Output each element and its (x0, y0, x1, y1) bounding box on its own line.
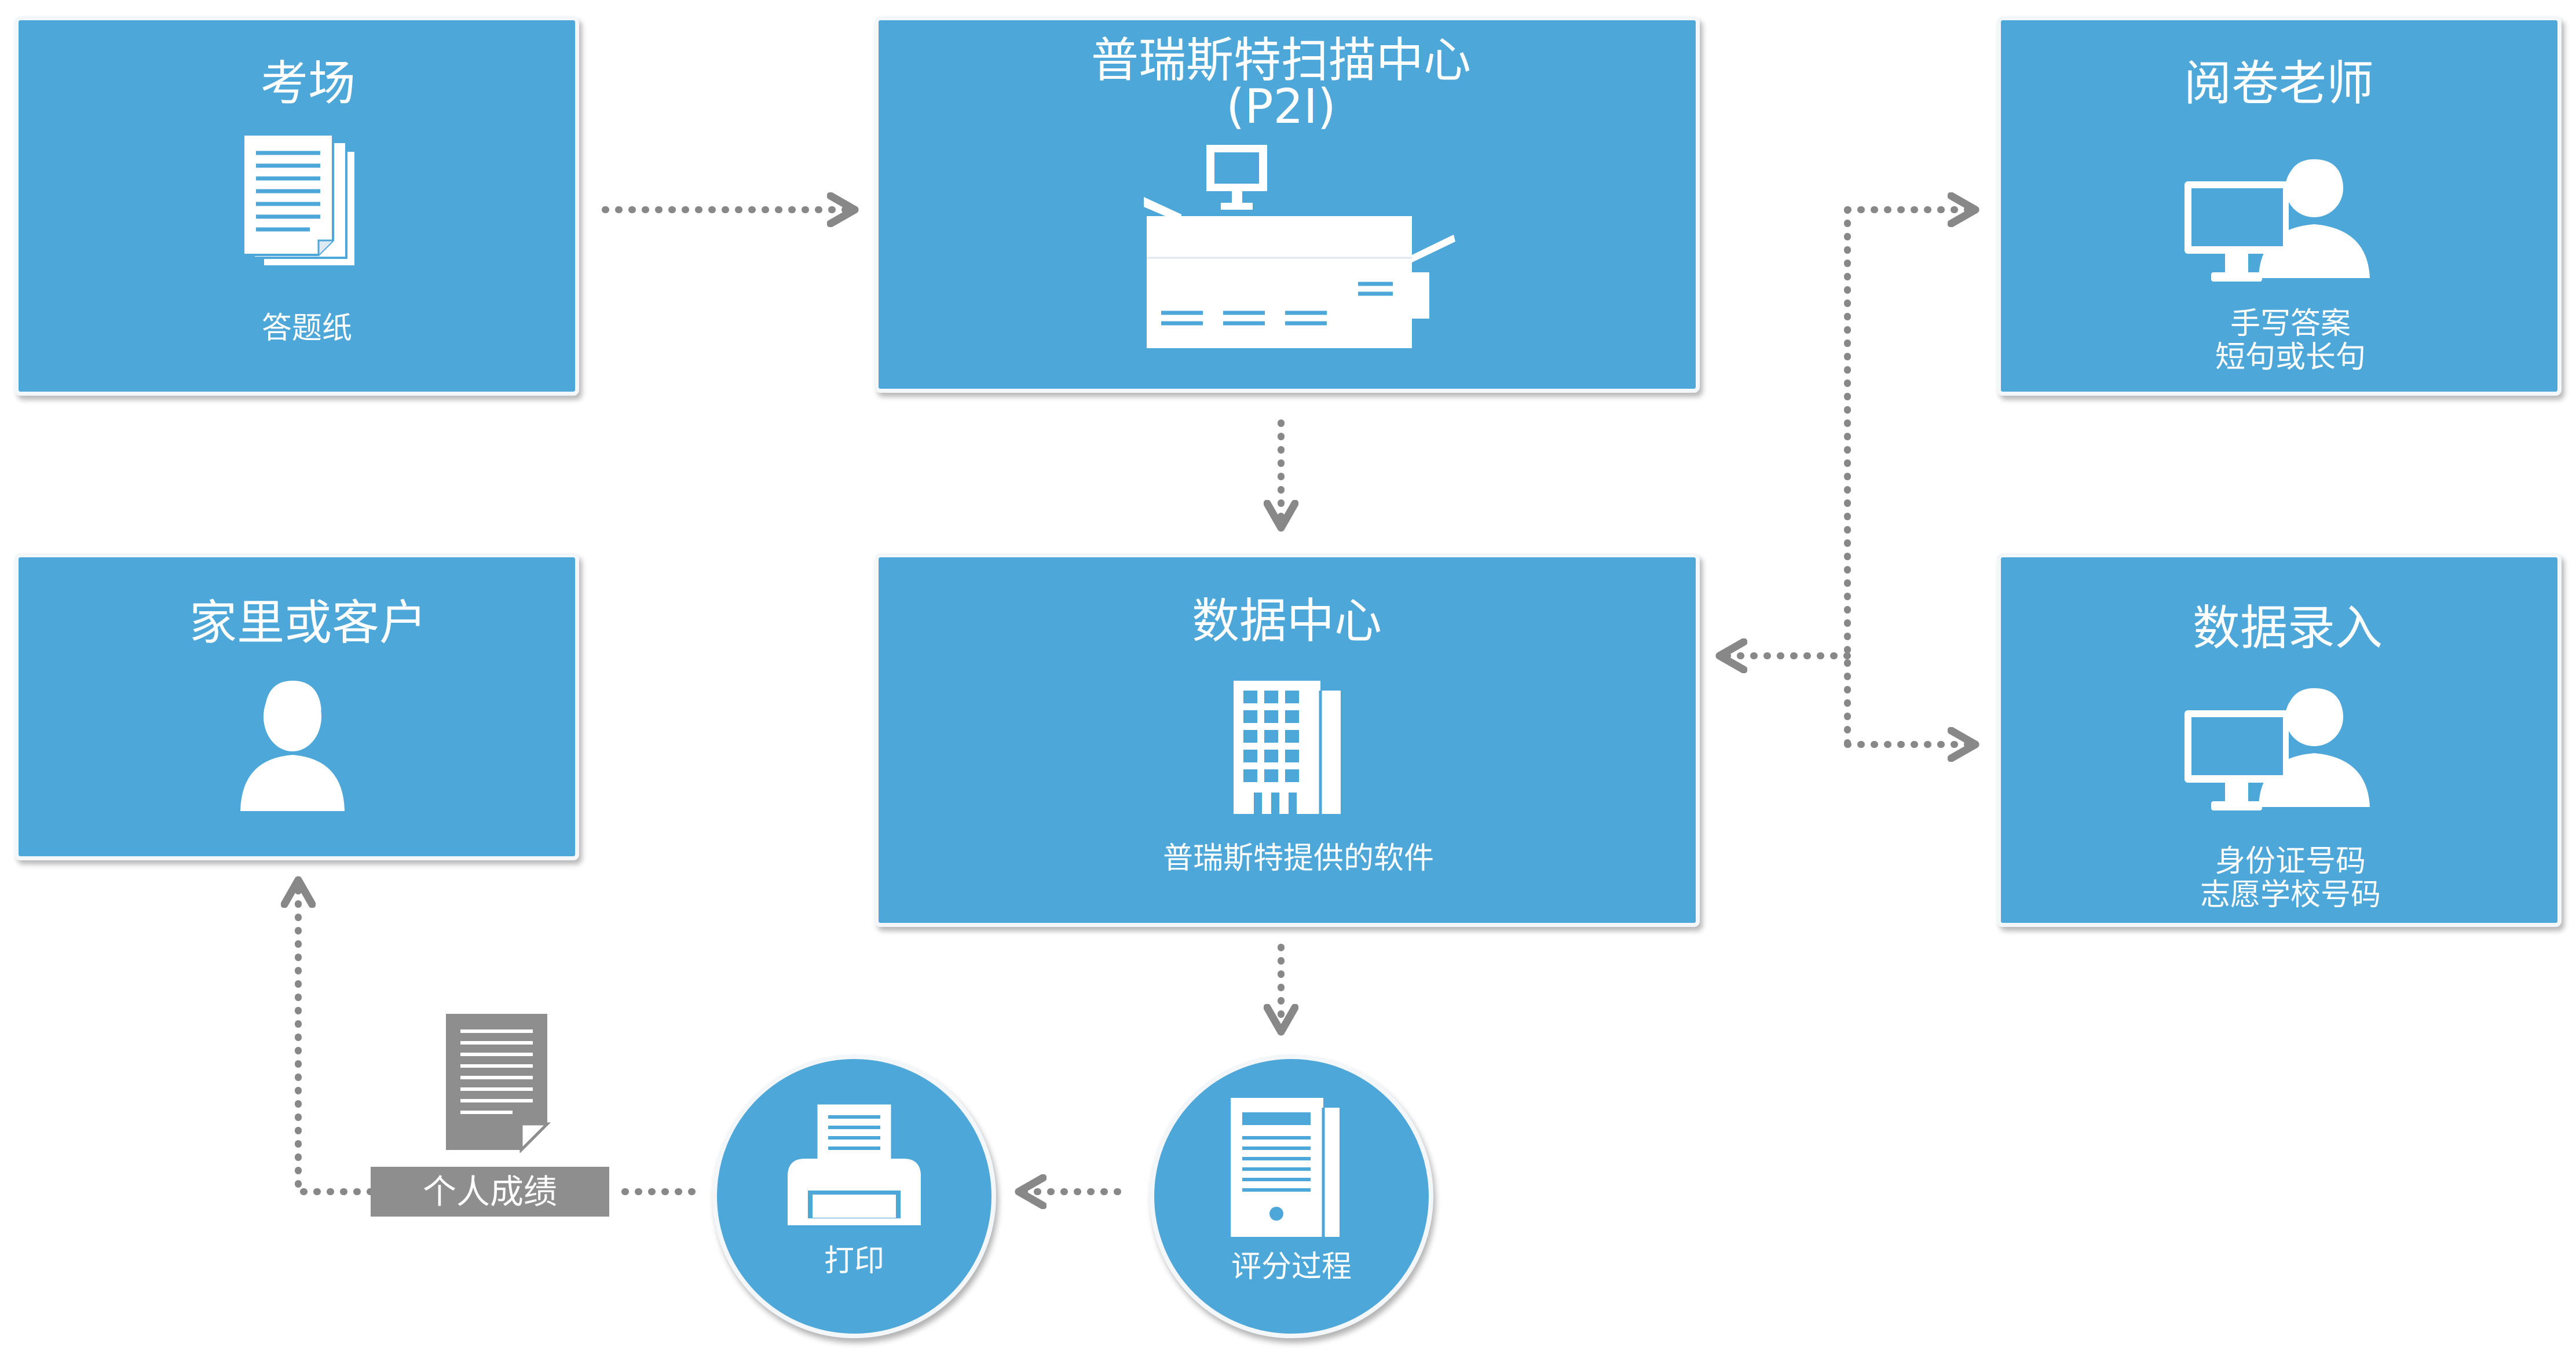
data-entry-title: 数据录入 (2192, 601, 2383, 656)
teacher-title: 阅卷老师 (2183, 56, 2374, 111)
scanner-icon (1144, 145, 1455, 348)
operator-computer-icon (2185, 688, 2370, 810)
stacked-pages-icon (242, 133, 357, 268)
data-center-caption: 普瑞斯特提供的软件 (1162, 841, 1435, 876)
home-title: 家里或客户 (189, 596, 427, 651)
data-entry-caption: 身份证号码 志愿学校号码 (2200, 845, 2381, 912)
arrow-report-to-home (298, 883, 374, 1195)
report-tag: 个人成绩 (371, 1167, 609, 1217)
teacher-computer-icon (2185, 159, 2370, 282)
scan-center-subtitle: (P2I) (1226, 79, 1336, 134)
report-page-icon (446, 1014, 551, 1153)
teacher-caption: 手写答案 短句或长句 (2215, 307, 2366, 374)
scan-center-title: 普瑞斯特扫描中心 (1091, 33, 1472, 88)
document-icon (1231, 1098, 1340, 1237)
building-icon (1234, 681, 1341, 814)
exam-room-title: 考场 (260, 56, 356, 111)
print-label: 打印 (824, 1244, 885, 1279)
data-entry-caption-line2: 志愿学校号码 (2200, 878, 2381, 912)
scoring-label: 评分过程 (1231, 1250, 1352, 1284)
data-entry-caption-line1: 身份证号码 (2215, 844, 2366, 879)
printer-icon (788, 1102, 921, 1225)
teacher-caption-line1: 手写答案 (2230, 306, 2351, 341)
teacher-caption-line2: 短句或长句 (2215, 340, 2366, 375)
data-center-title: 数据中心 (1191, 594, 1382, 649)
person-icon (240, 681, 345, 811)
exam-room-caption: 答题纸 (261, 311, 353, 346)
